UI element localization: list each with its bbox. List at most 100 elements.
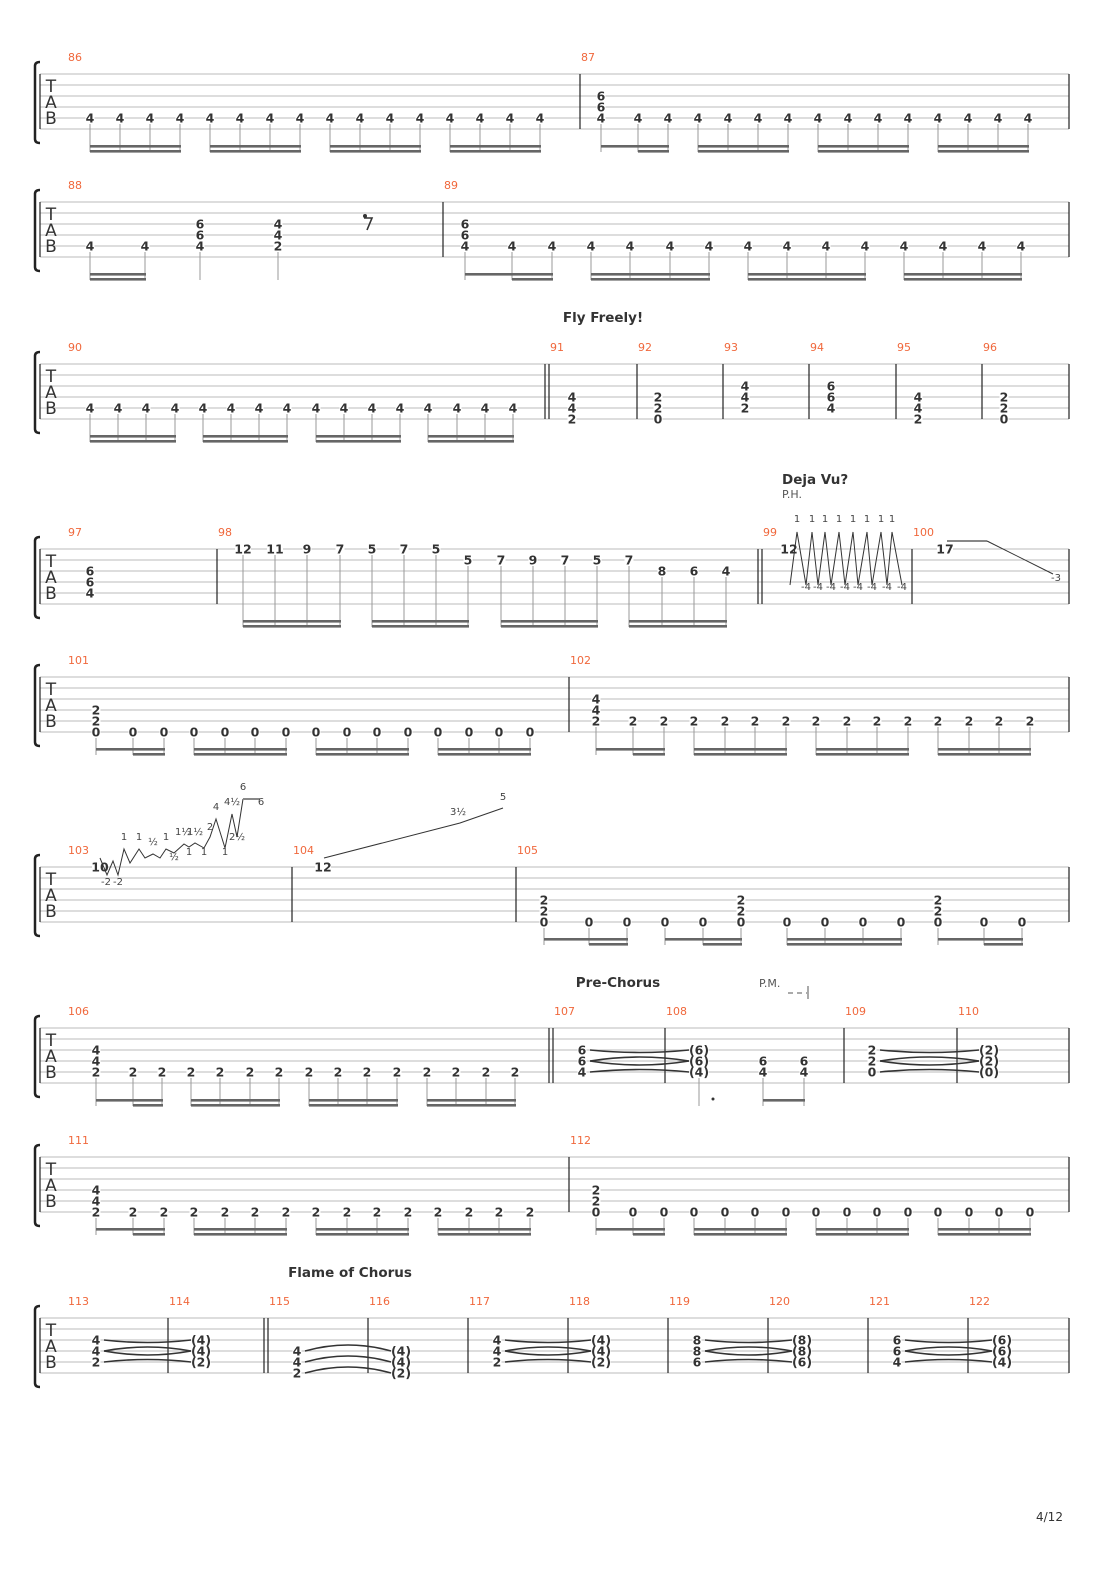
- fret-number: 4: [978, 239, 987, 254]
- bend-curve: [99, 798, 244, 877]
- fret-background: [622, 917, 632, 927]
- fret-number: 0: [843, 1205, 852, 1220]
- fret-number: 6: [893, 1344, 902, 1359]
- fret-background: [525, 727, 535, 737]
- fret-number: 4: [416, 111, 425, 126]
- fret-background: [994, 1207, 1004, 1217]
- fret-background: [577, 1067, 587, 1077]
- beam: [428, 440, 514, 443]
- fret-number: 4: [481, 401, 490, 416]
- fret-number: 0: [1026, 1205, 1035, 1220]
- fret-number: 2: [493, 1355, 502, 1370]
- fret-number: 0: [699, 915, 708, 930]
- fret-background: [933, 917, 943, 927]
- eighth-rest-icon: [364, 217, 374, 231]
- bend-label: 1: [222, 847, 228, 858]
- fret-number: 0: [343, 725, 352, 740]
- fret-background: [567, 392, 577, 402]
- fret-background: [507, 241, 517, 251]
- fret-background: [811, 716, 821, 726]
- tab-system: [33, 350, 1070, 443]
- fret-background: [811, 1207, 821, 1217]
- measure-number: 119: [669, 1295, 690, 1308]
- fret-background: [782, 917, 792, 927]
- fret-background: [311, 403, 321, 413]
- fret-background: [843, 113, 853, 123]
- fret-background: [391, 1368, 411, 1378]
- page-number: 4/12: [1036, 1510, 1063, 1524]
- fret-background: [567, 403, 577, 413]
- fret-number: 0: [737, 915, 746, 930]
- beam: [309, 1099, 398, 1102]
- tab-clef-b: B: [45, 1192, 57, 1212]
- fret-number: 0: [868, 1065, 877, 1080]
- tab-clef-b: B: [45, 109, 57, 129]
- fret-background: [689, 1056, 709, 1066]
- fret-number: 0: [526, 725, 535, 740]
- fret-background: [1016, 241, 1026, 251]
- tab-clef-a: A: [45, 221, 57, 241]
- tab-clef-a: A: [45, 1176, 57, 1196]
- beam: [133, 753, 165, 756]
- fret-background: [492, 1357, 502, 1367]
- fret-background: [826, 403, 836, 413]
- fret-background: [689, 1045, 709, 1055]
- fret-number: 4: [724, 111, 733, 126]
- eighth-rest-icon: [363, 214, 367, 218]
- bend-label: 1½: [187, 826, 203, 838]
- beam: [591, 273, 710, 276]
- fret-number: (4): [591, 1344, 611, 1359]
- fret-number: 0: [690, 1205, 699, 1220]
- beam: [904, 278, 1022, 281]
- tab-system: [33, 1143, 1070, 1236]
- fret-number: 5: [432, 542, 441, 557]
- fret-background: [311, 727, 321, 737]
- beam: [748, 273, 866, 276]
- fret-background: [422, 1067, 432, 1077]
- fret-background: [659, 1207, 669, 1217]
- fret-number: 6: [759, 1054, 768, 1069]
- fret-number: 4: [141, 239, 150, 254]
- tab-system: [33, 853, 1070, 946]
- beam: [210, 145, 301, 148]
- fret-number: 4: [114, 401, 123, 416]
- fret-background: [799, 1067, 809, 1077]
- measure-number: 100: [913, 526, 934, 539]
- fret-number: 2: [843, 714, 852, 729]
- fret-number: 4: [592, 703, 601, 718]
- fret-background: [496, 555, 506, 565]
- measure-number: 93: [724, 341, 738, 354]
- fret-number: (6): [792, 1355, 812, 1370]
- fret-number: 0: [821, 915, 830, 930]
- tab-clef-t: T: [45, 1031, 57, 1051]
- fret-background: [689, 716, 699, 726]
- fret-background: [91, 716, 101, 726]
- fret-background: [433, 727, 443, 737]
- tie-curve: [879, 1049, 980, 1054]
- fret-background: [753, 113, 763, 123]
- fret-background: [584, 917, 594, 927]
- tab-clef-b: B: [45, 1063, 57, 1083]
- tie-curve: [589, 1060, 690, 1066]
- tie-curve: [704, 1346, 793, 1352]
- fret-background: [464, 1207, 474, 1217]
- beam: [96, 1228, 165, 1231]
- fret-background: [577, 1045, 587, 1055]
- fret-background: [391, 1346, 411, 1356]
- fret-background: [535, 113, 545, 123]
- tab-clef-b: B: [45, 1353, 57, 1373]
- fret-number: 4: [340, 401, 349, 416]
- fret-background: [792, 1335, 812, 1345]
- fret-background: [191, 1346, 211, 1356]
- fret-background: [395, 403, 405, 413]
- fret-number: (6): [689, 1054, 709, 1069]
- tab-clef-t: T: [45, 367, 57, 387]
- beam: [763, 1099, 805, 1102]
- fret-background: [339, 403, 349, 413]
- fret-background: [782, 241, 792, 251]
- beam: [316, 1228, 409, 1231]
- measure-number: 121: [869, 1295, 890, 1308]
- tab-system: [33, 1014, 1070, 1107]
- fret-background: [226, 403, 236, 413]
- fret-number: 4: [900, 239, 909, 254]
